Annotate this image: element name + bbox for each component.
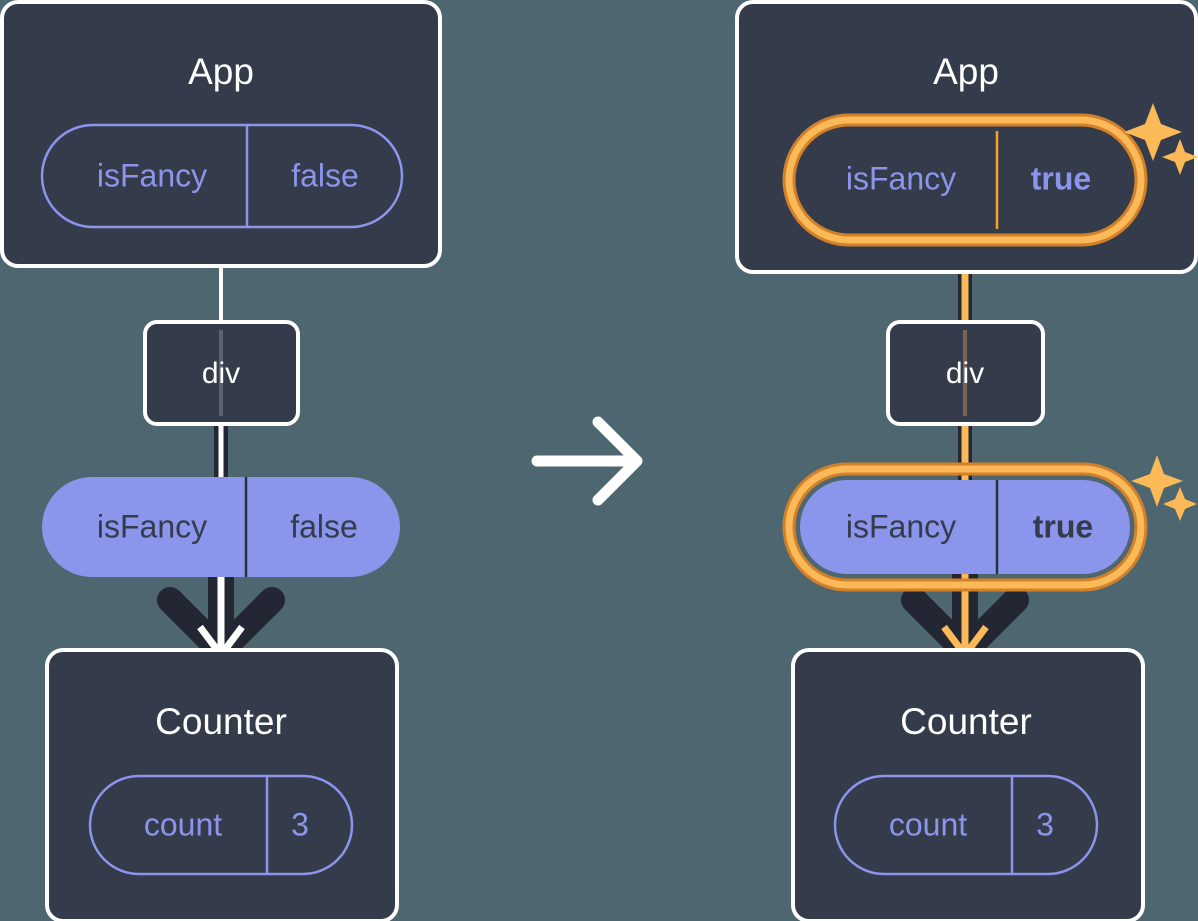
div-box-before-border <box>143 320 300 426</box>
sparkle-group-props-after <box>1131 455 1197 521</box>
counter-title-after: Counter <box>900 701 1032 742</box>
app-state-pill-before-key: isFancy <box>97 157 207 193</box>
app-state-pill-after-ring-inner <box>785 116 1145 244</box>
div-label-before: div <box>202 357 240 390</box>
counter-box-after-border <box>791 648 1145 921</box>
app-box-after-border <box>735 0 1198 274</box>
app-title-before: App <box>188 51 254 92</box>
props-pill-after-value: true <box>1033 508 1093 544</box>
div-box-after-border <box>886 320 1045 426</box>
panel-after: App isFancy true div <box>735 0 1198 921</box>
panel-before: App isFancy false div isFancy false <box>0 0 442 921</box>
app-state-pill-after-fill <box>800 131 1130 229</box>
counter-state-pill-after[interactable]: count 3 <box>833 774 1099 876</box>
counter-state-pill-before[interactable]: count 3 <box>88 774 354 876</box>
div-label-after: div <box>946 357 984 390</box>
app-state-pill-after-key: isFancy <box>846 160 956 196</box>
arrow-right-icon <box>531 416 643 506</box>
counter-state-pill-before-value: 3 <box>291 806 309 842</box>
counter-state-pill-after-value: 3 <box>1036 806 1054 842</box>
counter-box-after-fill <box>793 650 1143 921</box>
app-state-pill-before[interactable]: isFancy false <box>40 123 404 229</box>
props-pill-after-ring-inner <box>785 465 1145 589</box>
app-state-pill-after-value: true <box>1031 160 1091 196</box>
props-pill-before[interactable]: isFancy false <box>42 477 400 577</box>
counter-state-pill-after-outline <box>833 774 1099 876</box>
app-state-pill-before-outline <box>40 123 404 229</box>
app-state-pill-before-value: false <box>291 157 359 193</box>
counter-box-before-fill <box>47 650 397 921</box>
props-pill-before-value: false <box>290 508 358 544</box>
counter-state-pill-before-key: count <box>144 806 222 842</box>
props-pill-after[interactable]: isFancy true <box>782 462 1148 592</box>
counter-box-before-border <box>45 648 399 921</box>
counter-state-pill-before-outline <box>88 774 354 876</box>
sparkle-small-icon <box>1162 139 1198 175</box>
sparkle-group-app-after <box>1124 103 1198 175</box>
counter-state-pill-after-key: count <box>889 806 967 842</box>
props-pill-after-key: isFancy <box>846 508 956 544</box>
app-state-pill-after[interactable]: isFancy true <box>782 113 1148 247</box>
sparkle-large-icon <box>1131 455 1183 507</box>
app-box-before-fill <box>2 2 440 266</box>
app-title-after: App <box>933 51 999 92</box>
app-box-before-border <box>0 0 442 268</box>
props-pill-before-key: isFancy <box>97 508 207 544</box>
props-pill-before-fill <box>42 477 400 577</box>
sparkle-small-icon <box>1163 487 1197 521</box>
sparkle-large-icon <box>1124 103 1182 161</box>
counter-title-before: Counter <box>155 701 287 742</box>
props-pill-after-fill <box>800 480 1130 574</box>
transition-arrow <box>531 416 643 506</box>
